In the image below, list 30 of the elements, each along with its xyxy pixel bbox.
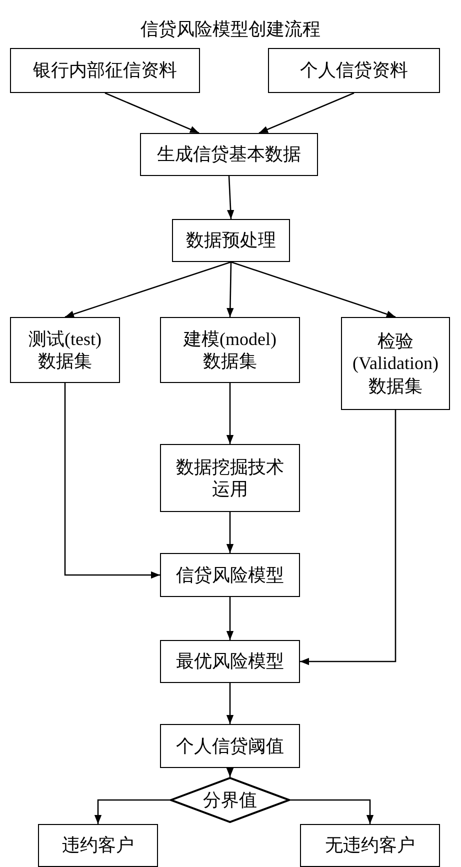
arrow — [226, 597, 234, 640]
title: 信贷风险模型创建流程 — [140, 18, 322, 41]
process-box: 银行内部征信资料 — [10, 48, 200, 93]
process-box: 检验(Validation)数据集 — [341, 317, 450, 410]
arrow — [94, 799, 170, 824]
decision-diamond: 分界值 — [170, 777, 290, 823]
process-box: 数据挖掘技术运用 — [160, 444, 300, 512]
process-box: 个人信贷阈值 — [160, 724, 300, 768]
process-box: 无违约客户 — [300, 824, 440, 867]
arrow — [226, 383, 234, 444]
arrow — [64, 261, 232, 318]
arrow — [226, 262, 234, 318]
arrow — [104, 92, 200, 134]
process-box: 信贷风险模型 — [160, 553, 300, 597]
arrow — [230, 261, 396, 318]
arrow — [300, 410, 396, 666]
arrow — [290, 799, 374, 824]
arrow — [226, 768, 234, 777]
process-box: 违约客户 — [38, 824, 158, 867]
arrow — [226, 683, 234, 724]
process-box: 最优风险模型 — [160, 640, 300, 683]
process-box: 生成信贷基本数据 — [140, 133, 318, 176]
arrow — [258, 92, 354, 134]
arrow — [226, 512, 234, 553]
process-box: 数据预处理 — [172, 219, 290, 262]
arrow — [64, 383, 160, 579]
process-box: 个人信贷资料 — [268, 48, 440, 93]
process-box: 建模(model)数据集 — [160, 317, 300, 383]
process-box: 测试(test)数据集 — [10, 317, 120, 383]
arrow — [226, 176, 234, 220]
